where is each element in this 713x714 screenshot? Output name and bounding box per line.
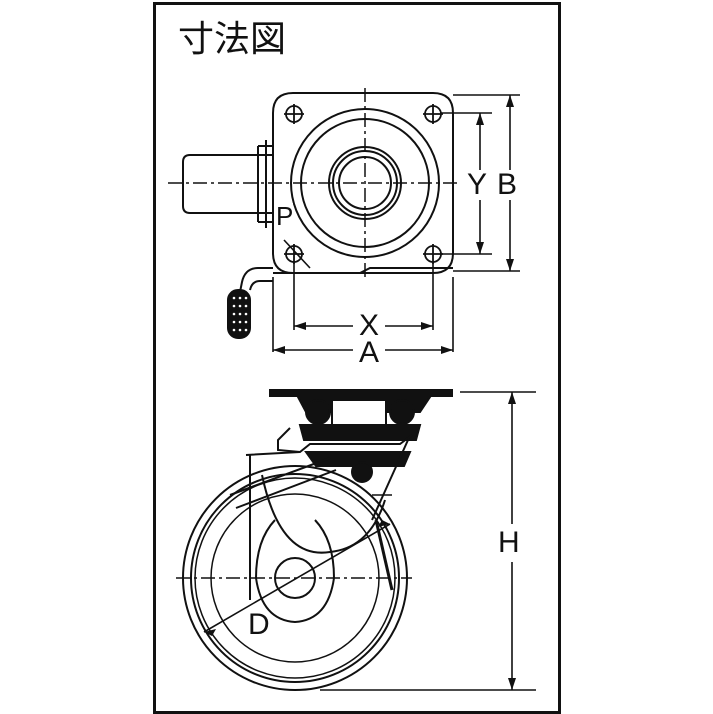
dim-label-d: D [248,608,270,641]
dimension-lines-side [203,391,536,691]
centerlines-top [168,88,458,278]
drawing-title: 寸法図 [178,19,287,60]
dim-label-h: H [498,524,520,562]
dim-label-y: Y [467,168,488,201]
mounting-holes [284,104,443,264]
side-mount [269,389,453,483]
dim-label-b: B [497,168,518,201]
brake-pedal-top [182,140,453,293]
dim-label-p: P [276,201,294,231]
dim-label-a: A [353,338,386,368]
dim-label-x: X [353,311,386,341]
